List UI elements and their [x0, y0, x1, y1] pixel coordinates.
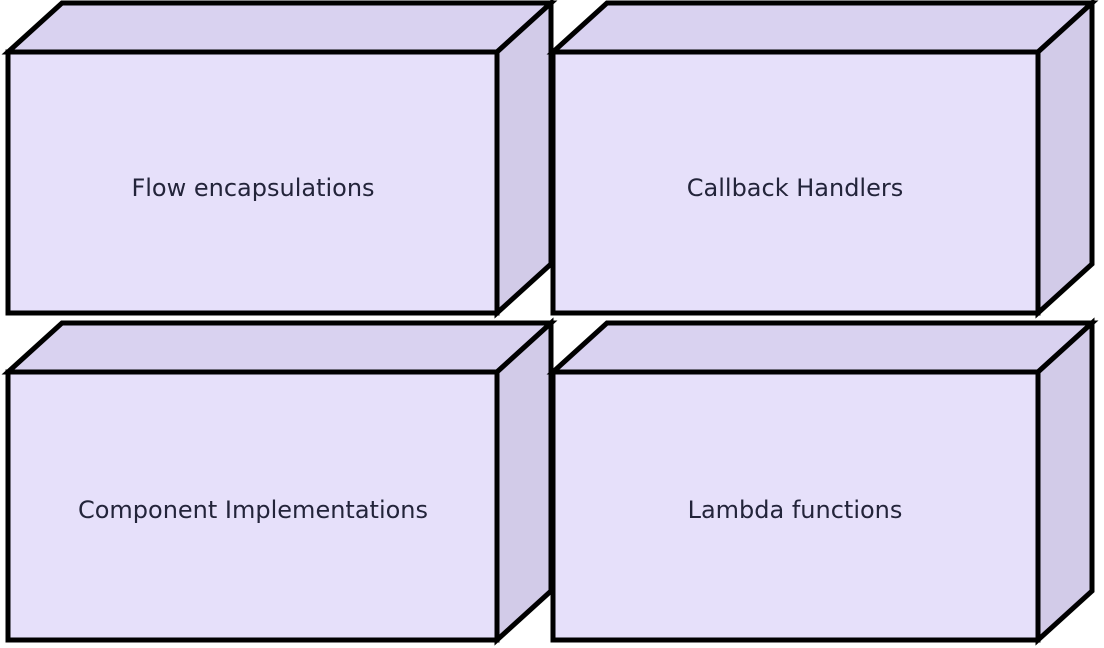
box-component-implementations-top-face	[1, 320, 558, 375]
box-callback-handlers-side-face	[1035, 0, 1095, 319]
box-callback-handlers-top-face	[546, 0, 1099, 55]
box-lambda-functions-front-face	[550, 369, 1041, 643]
box-callback-handlers[interactable]: Callback Handlers	[546, 0, 1099, 319]
box-component-implementations[interactable]: Component Implementations	[1, 317, 558, 646]
box-flow-encapsulations[interactable]: Flow encapsulations	[1, 0, 558, 319]
box-lambda-functions-label: Lambda functions	[688, 496, 903, 524]
box-lambda-functions[interactable]: Lambda functions	[546, 317, 1099, 646]
box-flow-encapsulations-top-face	[1, 0, 558, 55]
box-component-implementations-label: Component Implementations	[78, 496, 428, 524]
box-callback-handlers-front-face	[550, 49, 1041, 316]
box-callback-handlers-label: Callback Handlers	[687, 174, 903, 202]
box-lambda-functions-side-face	[1035, 317, 1095, 646]
box-lambda-functions-top-face	[546, 320, 1099, 375]
box-component-implementations-front-face	[5, 369, 500, 643]
box-flow-encapsulations-side-face	[494, 0, 554, 319]
box-component-implementations-side-face	[494, 317, 554, 646]
box-flow-encapsulations-label: Flow encapsulations	[131, 174, 374, 202]
box-flow-encapsulations-front-face	[5, 49, 500, 316]
